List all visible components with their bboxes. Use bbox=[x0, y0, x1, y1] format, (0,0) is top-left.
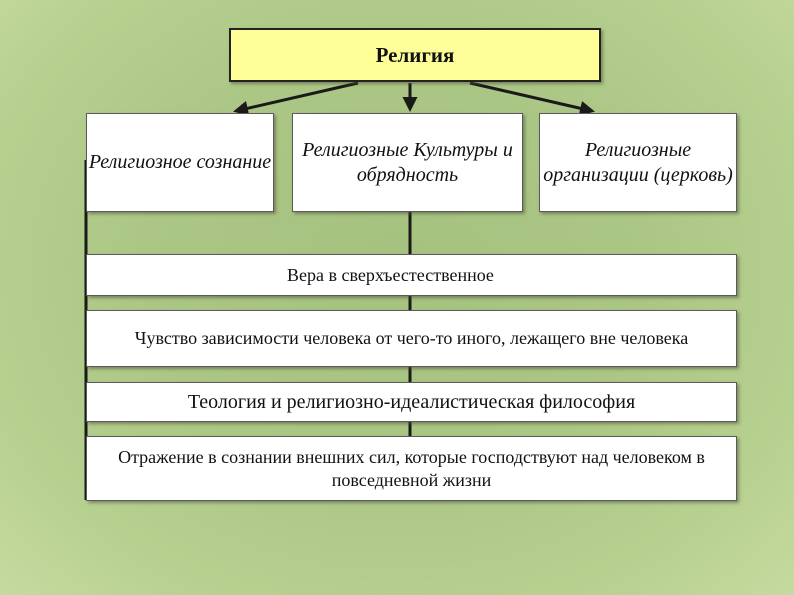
religious-organizations-box: Религиозные организации (церковь) bbox=[539, 113, 737, 212]
supernatural-belief-label: Вера в сверхъестественное bbox=[287, 264, 494, 285]
dependence-feeling-box: Чувство зависимости человека от чего-то … bbox=[86, 310, 737, 367]
religion-title: Религия bbox=[375, 42, 455, 67]
external-forces-label: Отражение в сознании внешних сил, которы… bbox=[118, 446, 705, 490]
theology-label: Теология и религиозно-идеалистическая фи… bbox=[187, 390, 636, 413]
religion-title-box: Религия bbox=[229, 28, 601, 82]
theology-box: Теология и религиозно-идеалистическая фи… bbox=[86, 382, 737, 422]
dependence-feeling-label: Чувство зависимости человека от чего-то … bbox=[134, 328, 689, 348]
religious-organizations-label: Религиозные организации (церковь) bbox=[543, 138, 733, 186]
religious-rites-label: Религиозные Культуры и обрядность bbox=[302, 138, 513, 186]
religious-rites-box: Религиозные Культуры и обрядность bbox=[292, 113, 523, 212]
arrow-to-religious-consciousness bbox=[233, 81, 359, 116]
religious-consciousness-label: Религиозное сознание bbox=[88, 151, 272, 173]
external-forces-box: Отражение в сознании внешних сил, которы… bbox=[86, 436, 737, 501]
arrow-to-religious-organizations bbox=[469, 81, 595, 116]
religious-consciousness-box: Религиозное сознание bbox=[86, 113, 274, 212]
supernatural-belief-box: Вера в сверхъестественное bbox=[86, 254, 737, 296]
